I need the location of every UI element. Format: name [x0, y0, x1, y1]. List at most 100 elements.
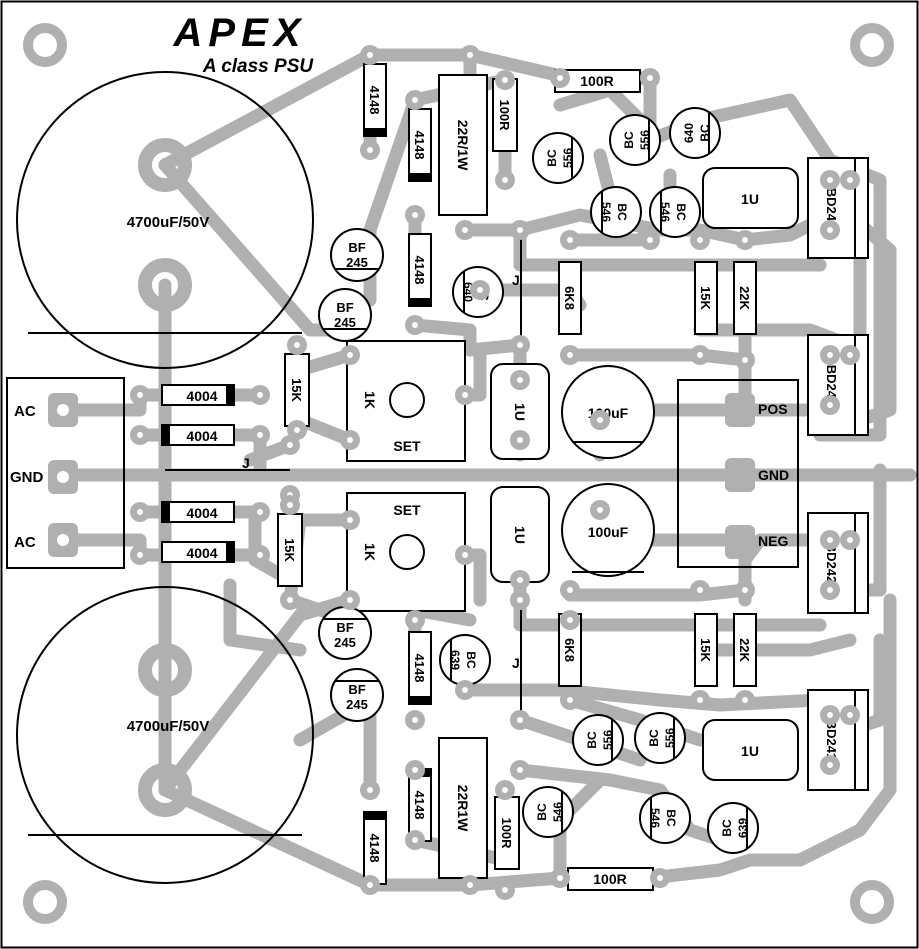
svg-text:BF: BF [336, 620, 353, 635]
resistor-6k8-top: 6K8 [558, 261, 582, 335]
svg-text:6K8: 6K8 [562, 638, 577, 662]
svg-text:100R: 100R [593, 871, 626, 887]
svg-text:4148: 4148 [412, 256, 427, 285]
ac-label-1: AC [14, 403, 36, 420]
resistor-15k-bottom-b: 15K [277, 513, 303, 587]
cap-100uf-top: 100uF [561, 365, 655, 459]
pad-hole [367, 882, 373, 888]
pad-hole [462, 687, 468, 693]
pad-hole [257, 432, 263, 438]
pad-hole [517, 717, 523, 723]
svg-text:BC: BC [535, 803, 549, 821]
fet-bf245-bottom-a: BF 245 [318, 606, 372, 660]
resistor-100r-bottom-h: 100R [567, 867, 654, 891]
power-transistor-bd242-top: BD242 [807, 157, 869, 259]
neg-label: NEG [758, 533, 788, 549]
pad-hole [647, 237, 653, 243]
diode-4148-top-c: 4148 [408, 233, 432, 307]
svg-text:4004: 4004 [186, 428, 217, 444]
svg-text:15K: 15K [289, 378, 304, 402]
svg-text:15K: 15K [282, 538, 297, 562]
cap-1u-top-b: 1U [490, 363, 550, 460]
svg-text:BD242: BD242 [824, 543, 839, 583]
pad-hole [412, 837, 418, 843]
svg-text:BF: BF [348, 240, 365, 255]
svg-text:BC: BC [622, 131, 636, 149]
pad-hole [517, 597, 523, 603]
mounting-holes [23, 23, 894, 924]
pad-hole [367, 147, 373, 153]
svg-text:4004: 4004 [186, 545, 217, 561]
fet-bf245-top-b: BF 245 [318, 288, 372, 342]
svg-text:245: 245 [334, 315, 356, 330]
svg-text:245: 245 [346, 255, 368, 270]
pad-hole [502, 887, 508, 893]
power-transistor-bd241-bottom: BD241 [807, 689, 869, 791]
svg-text:BC: BC [720, 819, 734, 837]
pad-hole [287, 597, 293, 603]
pad-hole [827, 537, 833, 543]
svg-text:BC: BC [615, 203, 629, 221]
pad-hole [567, 697, 573, 703]
input-connector: AC GND AC [6, 377, 125, 569]
svg-text:639: 639 [736, 818, 750, 838]
pad-hole [347, 437, 353, 443]
pad-hole [137, 392, 143, 398]
pad-hole [827, 762, 833, 768]
pad-hole [347, 517, 353, 523]
pad-hole [742, 697, 748, 703]
svg-text:22R1W: 22R1W [455, 785, 471, 832]
apex-logo: APEX [173, 11, 301, 55]
pad-hole [287, 442, 293, 448]
pad-hole [287, 502, 293, 508]
pos-label: POS [758, 401, 788, 417]
pad-hole [412, 617, 418, 623]
svg-text:100R: 100R [499, 817, 514, 849]
pad-hole [517, 227, 523, 233]
svg-text:4004: 4004 [186, 505, 217, 521]
resistor-22r-top: 22R/1W [438, 74, 488, 216]
pad-hole [517, 437, 523, 443]
svg-text:4004: 4004 [186, 388, 217, 404]
pad-hole [502, 787, 508, 793]
diode-4148-bottom-c: 4148 [363, 811, 387, 885]
diode-4148-top-a: 4148 [363, 63, 387, 137]
svg-text:BD242: BD242 [824, 188, 839, 228]
solder-pads [130, 45, 860, 900]
svg-text:100R: 100R [497, 99, 512, 131]
svg-text:SET: SET [393, 438, 421, 454]
pad-hole [657, 875, 663, 881]
pad-hole [827, 227, 833, 233]
svg-text:4148: 4148 [412, 791, 427, 820]
pad-hole [347, 352, 353, 358]
diode-4004-3: 4004 [161, 501, 235, 523]
cap-1u-top-a: 1U [702, 167, 799, 229]
svg-text:BF: BF [336, 300, 353, 315]
svg-text:1U: 1U [741, 191, 759, 207]
pad-hole [367, 787, 373, 793]
svg-text:546: 546 [658, 202, 672, 222]
svg-text:556: 556 [663, 728, 677, 748]
big-capacitor-top: 4700uF/50V [16, 71, 314, 369]
pad-hole [827, 712, 833, 718]
pad-hole [462, 392, 468, 398]
svg-text:BC: BC [647, 729, 661, 747]
jumper-top-label: J [512, 272, 520, 288]
pad-hole [597, 507, 603, 513]
svg-text:4148: 4148 [412, 654, 427, 683]
pad-hole [367, 52, 373, 58]
resistor-22k-bottom: 22K [733, 613, 757, 687]
pad-hole [517, 577, 523, 583]
big-capacitor-bottom: 4700uF/50V [16, 586, 314, 884]
pad-hole [847, 712, 853, 718]
pad-hole [502, 77, 508, 83]
svg-text:BC: BC [464, 651, 478, 669]
pad-hole [567, 352, 573, 358]
